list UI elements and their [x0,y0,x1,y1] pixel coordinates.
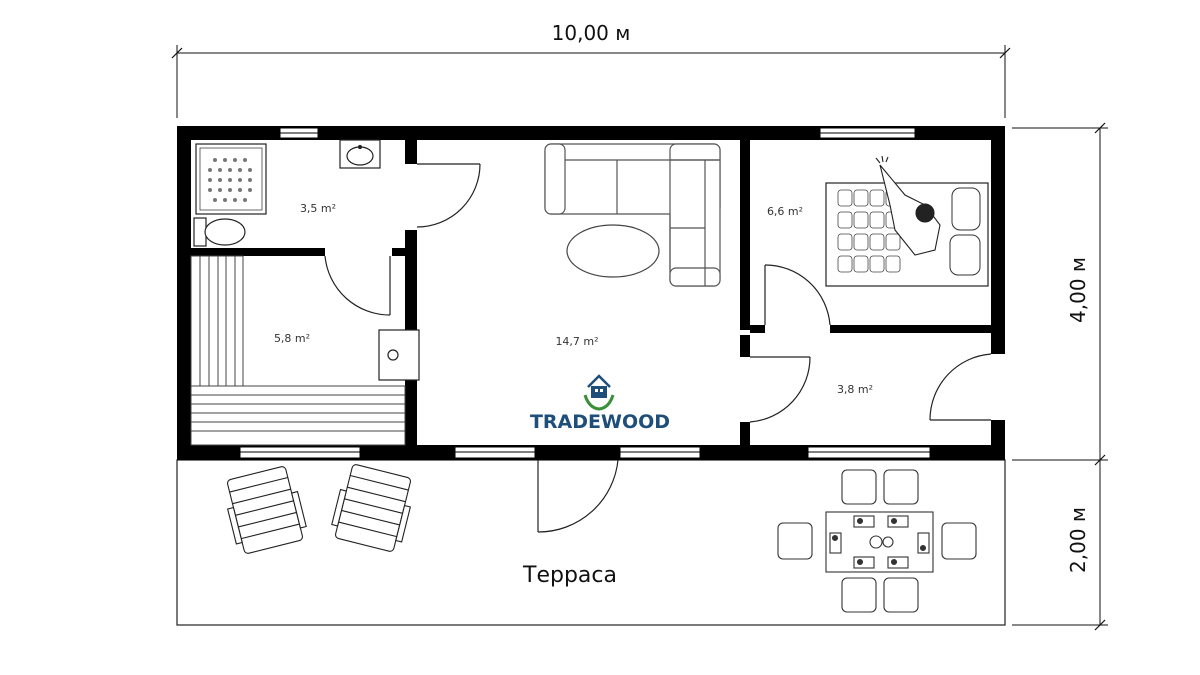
depth-dimension: 4,00 м 2,00 м [1012,122,1108,631]
living-area-label: 14,7 m² [555,335,598,348]
width-label: 10,00 м [552,21,631,45]
sauna-bench-icon [190,255,406,446]
depth-label: 4,00 м [1066,257,1090,323]
corner-sofa-icon [544,143,721,287]
shower-tray-icon [195,143,267,215]
sink-icon [339,139,381,169]
rug-icon [566,224,660,278]
lounge-chair-icon [226,466,307,554]
doors [324,163,992,533]
toilet-icon [193,217,246,247]
sleeping-person-icon [875,155,941,256]
dining-set-icon [777,469,977,613]
lounge-chair-icon [331,464,412,552]
terrace-label: Терраса [522,563,617,588]
house-logo-icon [583,374,615,411]
hall-area-label: 3,8 m² [837,383,873,396]
sauna-area-label: 5,8 m² [274,332,310,345]
sauna-stove-icon [378,329,420,381]
windows [239,127,931,459]
terrace-depth-label: 2,00 м [1066,507,1090,573]
walls [177,126,1005,460]
logo-text: TRADEWOOD [530,411,670,433]
bedroom-area-label: 6,6 m² [767,205,803,218]
bathroom-area-label: 3,5 m² [300,202,336,215]
width-dimension: 10,00 м [171,21,1011,118]
tradewood-logo: TRADEWOOD [530,374,670,433]
